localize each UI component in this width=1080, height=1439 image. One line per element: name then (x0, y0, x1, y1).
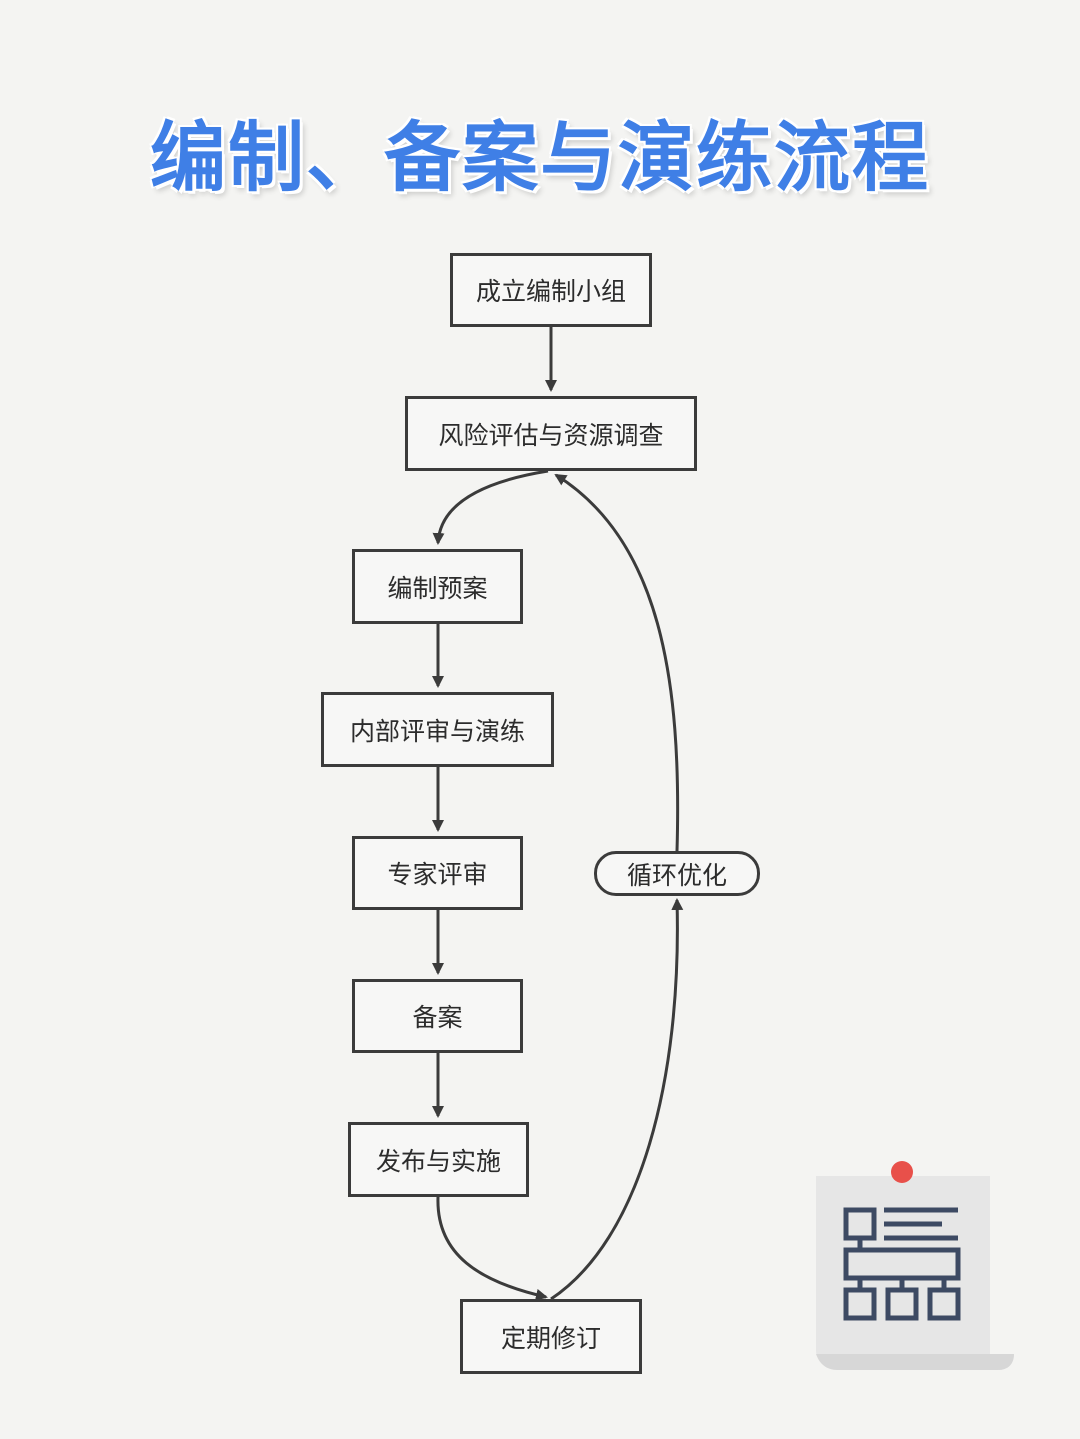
step-expert-review: 专家评审 (352, 836, 523, 910)
arrow-revision-to-loop (550, 898, 684, 1301)
step-risk-assessment: 风险评估与资源调查 (405, 396, 697, 471)
arrow-publish-to-revision (436, 1196, 548, 1301)
step-compile-plan: 编制预案 (352, 549, 523, 624)
document-flowchart-icon (816, 1161, 1014, 1370)
step-form-team: 成立编制小组 (450, 253, 652, 327)
loop-optimization-label: 循环优化 (594, 851, 760, 896)
page-title: 编制、备案与演练流程 (150, 113, 930, 202)
arrow-risk-to-compile (432, 469, 549, 545)
arrow-loop-to-risk (554, 473, 680, 852)
step-publish-implement: 发布与实施 (348, 1122, 529, 1197)
step-periodic-revision: 定期修订 (460, 1299, 642, 1374)
step-internal-review: 内部评审与演练 (321, 692, 554, 767)
step-filing: 备案 (352, 979, 523, 1053)
